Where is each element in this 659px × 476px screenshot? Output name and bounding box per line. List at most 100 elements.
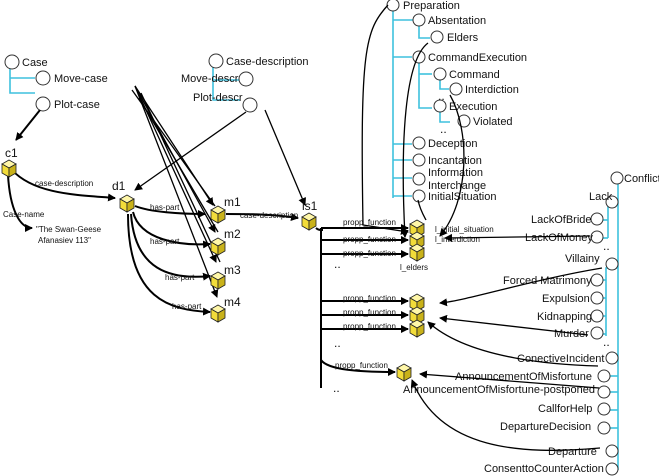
consent-node[interactable] xyxy=(605,462,619,476)
execution-node[interactable] xyxy=(433,99,447,113)
move-descr-label: Move-descr xyxy=(181,73,239,85)
ellipsis-lack: .. xyxy=(603,239,610,253)
plot-case-node[interactable] xyxy=(35,96,51,112)
pf-label-7: propp_function xyxy=(335,361,388,370)
case-label: Case xyxy=(22,57,48,69)
absentation-node[interactable] xyxy=(412,13,426,27)
call-for-help-label: CallforHelp xyxy=(538,403,592,415)
c1-label: c1 xyxy=(5,146,18,160)
move-descr-node[interactable] xyxy=(238,71,254,87)
forced-matrimony-node[interactable] xyxy=(590,273,604,287)
command-node[interactable] xyxy=(433,67,447,81)
incantation-node[interactable] xyxy=(412,153,426,167)
conective-incident-label: ConectiveIncident xyxy=(517,353,604,365)
pf-label-5: propp_function xyxy=(343,308,396,317)
announcement-postponed-label: AnnouncementOfMisfortune-postponed xyxy=(403,384,595,396)
incantation-label: Incantation xyxy=(428,155,482,167)
lack-of-money-label: LackOfMoney xyxy=(525,232,593,244)
departure-node[interactable] xyxy=(605,444,619,458)
lack-of-money-node[interactable] xyxy=(590,230,604,244)
pf-label-6: propp_function xyxy=(343,322,396,331)
elders-node[interactable] xyxy=(430,30,444,44)
absentation-label: Absentation xyxy=(428,15,486,27)
pf-label-3: propp_function xyxy=(343,249,396,258)
m2-label: m2 xyxy=(224,227,241,241)
middle-class-tree: Case-description Move-descr Plot-descr xyxy=(181,53,309,113)
case-node[interactable] xyxy=(4,54,20,70)
consent-label: ConsenttoCounterAction xyxy=(484,463,604,475)
forced-matrimony-label: Forced Matrimony xyxy=(503,275,592,287)
elders-label: Elders xyxy=(447,32,479,44)
violated-label: Violated xyxy=(473,116,513,128)
m3-individual[interactable] xyxy=(210,271,226,290)
departure-decision-node[interactable] xyxy=(597,421,611,435)
m1-individual[interactable] xyxy=(210,205,226,224)
edge-label-case-name: Case-name xyxy=(3,210,45,219)
command-label: Command xyxy=(449,69,500,81)
case-name-value-line2: Afanasiev 113" xyxy=(38,236,91,245)
conflict-label: Conflict xyxy=(624,173,659,185)
l-initial-situation-label: l_initial_situation xyxy=(435,225,494,234)
kidnapping-node[interactable] xyxy=(590,309,604,323)
expulsion-label: Expulsion xyxy=(542,293,590,305)
information-label: Information xyxy=(428,167,483,179)
edge-label-has-part-4: has-part xyxy=(172,302,202,311)
murder-node[interactable] xyxy=(590,326,604,340)
plot-descr-label: Plot-descr xyxy=(193,92,243,104)
ellipsis-prep-1: .. xyxy=(438,89,445,103)
lack-node[interactable] xyxy=(605,195,619,209)
interdiction-node[interactable] xyxy=(449,82,463,96)
villainy-node[interactable] xyxy=(605,257,619,271)
initial-situation-label: InitialSituation xyxy=(428,191,497,203)
conflict-tree: Conflict Lack LackOfBride LackOfMoney ..… xyxy=(403,171,659,476)
plot-descr-node[interactable] xyxy=(242,97,258,113)
call-for-help-node[interactable] xyxy=(597,402,611,416)
l-elders-label: l_elders xyxy=(400,263,428,272)
propp-functions: propp_function propp_function propp_func… xyxy=(315,218,494,395)
lack-of-bride-node[interactable] xyxy=(590,212,604,226)
villainy-label: Villainy xyxy=(565,253,600,265)
edge-label-case-description: case-description xyxy=(35,179,93,188)
conflict-node[interactable] xyxy=(610,171,624,185)
edge-label-has-part-2: has-part xyxy=(150,237,180,246)
deception-label: Deception xyxy=(428,138,478,150)
command-execution-node[interactable] xyxy=(412,50,426,64)
m2-individual[interactable] xyxy=(210,237,226,256)
lack-of-bride-label: LackOfBride xyxy=(531,214,592,226)
expulsion-node[interactable] xyxy=(590,291,604,305)
villainy-cube-3[interactable] xyxy=(409,319,425,338)
case-description-node[interactable] xyxy=(208,53,224,69)
is1-individual[interactable] xyxy=(301,212,317,231)
ellipsis-2: .. xyxy=(334,336,341,350)
interdiction-label: Interdiction xyxy=(465,84,519,96)
initial-situation-node[interactable] xyxy=(412,189,426,203)
c1-individual[interactable] xyxy=(1,159,17,178)
left-class-tree: Case Move-case Plot-case xyxy=(4,54,108,112)
case-description-label: Case-description xyxy=(226,56,309,68)
lack-label: Lack xyxy=(589,191,613,203)
announcement-cube[interactable] xyxy=(396,363,412,382)
ellipsis-3: .. xyxy=(333,381,340,395)
announcement-node[interactable] xyxy=(597,369,611,383)
preparation-tree: Preparation Absentation Elders CommandEx… xyxy=(361,0,527,238)
m4-individual[interactable] xyxy=(210,304,226,323)
deception-node[interactable] xyxy=(412,136,426,150)
preparation-node[interactable] xyxy=(386,0,400,12)
conective-incident-node[interactable] xyxy=(605,351,619,365)
m4-label: m4 xyxy=(224,295,241,309)
l-elders-individual[interactable] xyxy=(409,243,425,262)
pf-label-4: propp_function xyxy=(343,294,396,303)
instance-graph: case-description Case-name "The Swan-Gee… xyxy=(1,85,318,323)
departure-label: Departure xyxy=(548,446,597,458)
announcement-postponed-node[interactable] xyxy=(597,385,611,399)
edge-label-has-part-3: has-part xyxy=(165,273,195,282)
ellipsis-villainy: .. xyxy=(603,335,610,349)
d1-individual[interactable] xyxy=(119,194,135,213)
l-interdiction-label: l_interdiction xyxy=(435,235,480,244)
information-interchange-node[interactable] xyxy=(412,172,426,186)
move-case-node[interactable] xyxy=(35,70,51,86)
case-name-value-line1: "The Swan-Geese xyxy=(36,225,102,234)
ellipsis-1: .. xyxy=(334,257,341,271)
d1-label: d1 xyxy=(112,179,126,193)
